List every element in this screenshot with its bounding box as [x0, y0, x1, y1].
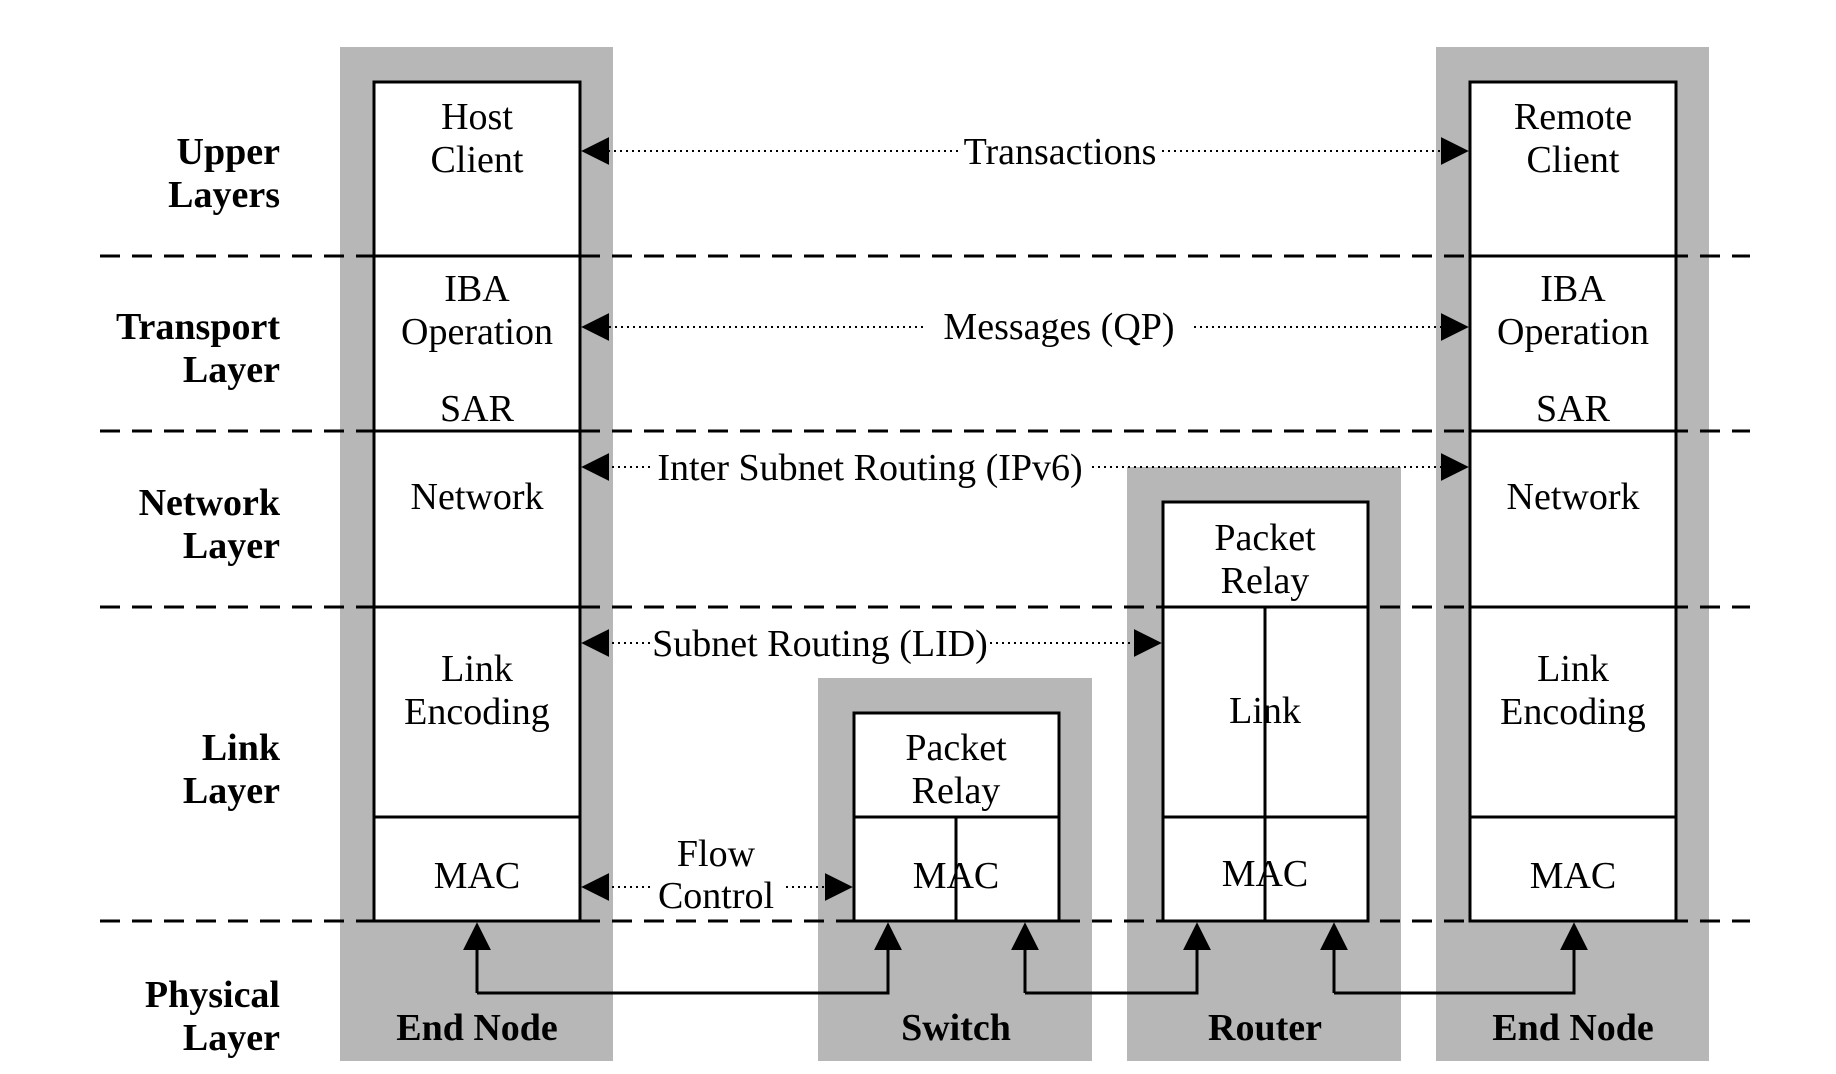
network-label-right: Network [1507, 476, 1640, 518]
host-client-box [372, 80, 582, 258]
end-node-right-texts: Remote Client IBA Operation SAR Network … [1492, 96, 1654, 1049]
switch-packet-relay-label-1: Packet [905, 727, 1007, 769]
router-mac-label: MAC [1222, 853, 1309, 895]
sar-label-left: SAR [440, 388, 515, 430]
layer-boundaries [100, 254, 1750, 923]
remote-client-label-1: Remote [1514, 96, 1632, 138]
transactions-label: Transactions [964, 131, 1157, 173]
mac-box-left [372, 815, 582, 923]
layer-labels: Upper Layers Transport Layer Network Lay… [116, 131, 281, 1059]
mac-box-right [1468, 815, 1678, 923]
messages-label: Messages (QP) [943, 306, 1174, 348]
subnet-label: Subnet Routing (LID) [652, 623, 988, 665]
link-encoding-label-left-2: Encoding [404, 691, 550, 733]
end-node-left-texts: Host Client IBA Operation SAR Network Li… [396, 96, 558, 1049]
link-encoding-label-left-1: Link [441, 648, 513, 690]
layer-label-transport-1: Transport [116, 306, 280, 348]
end-node-left-stack [372, 80, 582, 923]
layer-label-transport-2: Layer [183, 349, 280, 391]
iba-operation-box-right [1468, 254, 1678, 433]
layer-label-network-2: Layer [183, 525, 280, 567]
router-stack [1161, 500, 1370, 923]
end-node-left-label: End Node [396, 1007, 558, 1049]
remote-client-label-2: Client [1527, 139, 1620, 181]
switch-packet-relay-label-2: Relay [912, 770, 1001, 812]
layer-label-upper-1: Upper [177, 131, 281, 173]
router-texts: Packet Relay Link MAC Router [1208, 517, 1322, 1049]
layer-label-upper-2: Layers [168, 174, 280, 216]
sar-label-right: SAR [1536, 388, 1611, 430]
host-client-label-1: Host [441, 96, 513, 138]
network-label-left: Network [411, 476, 544, 518]
switch-texts: Packet Relay MAC Switch [901, 727, 1011, 1049]
iba-label-left-2: Operation [401, 311, 553, 353]
flow-control-label-2: Control [658, 875, 774, 917]
router-link-label: Link [1229, 690, 1301, 732]
physical-link-endnode-switch [477, 922, 902, 995]
mac-label-right: MAC [1530, 855, 1617, 897]
layer-label-network-1: Network [139, 482, 281, 524]
connection-labels: Transactions Messages (QP) Inter Subnet … [652, 131, 1174, 917]
router-packet-relay-label-2: Relay [1221, 560, 1310, 602]
layer-label-link-2: Layer [183, 770, 280, 812]
host-client-label-2: Client [431, 139, 524, 181]
layer-label-physical-1: Physical [145, 974, 280, 1016]
end-node-right-label: End Node [1492, 1007, 1654, 1049]
link-encoding-box-left [372, 605, 582, 819]
layer-label-link-1: Link [202, 727, 281, 769]
physical-link-switch-router [1025, 922, 1211, 995]
inter-subnet-label: Inter Subnet Routing (IPv6) [657, 447, 1082, 489]
layer-label-physical-2: Layer [183, 1017, 280, 1059]
iba-label-right-1: IBA [1540, 268, 1606, 310]
iba-operation-box-left [372, 254, 582, 433]
router-label: Router [1208, 1007, 1322, 1049]
iba-label-left-1: IBA [444, 268, 510, 310]
link-encoding-label-right-1: Link [1537, 648, 1609, 690]
physical-links [463, 922, 1588, 995]
iba-label-right-2: Operation [1497, 311, 1649, 353]
physical-link-router-endnode [1334, 922, 1588, 995]
peer-connections [581, 137, 1469, 901]
flow-control-label-1: Flow [677, 833, 756, 875]
switch-stack [852, 711, 1061, 923]
network-box-left [372, 429, 582, 609]
switch-label: Switch [901, 1007, 1011, 1049]
switch-packet-relay-box [852, 711, 1061, 819]
router-packet-relay-box [1161, 500, 1370, 609]
router-packet-relay-label-1: Packet [1214, 517, 1316, 559]
network-box-right [1468, 429, 1678, 609]
link-encoding-label-right-2: Encoding [1500, 691, 1646, 733]
switch-mac-label: MAC [913, 855, 1000, 897]
mac-label-left: MAC [434, 855, 521, 897]
